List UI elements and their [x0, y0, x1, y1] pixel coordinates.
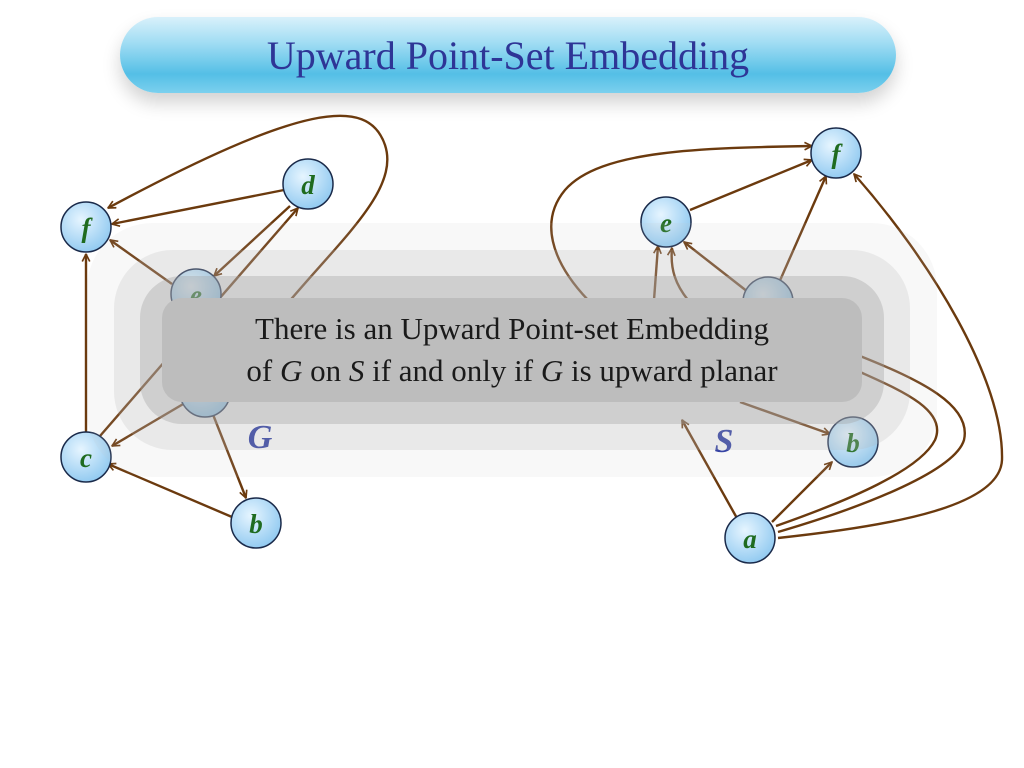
edge-s-a-up — [680, 420, 740, 521]
node-label: b — [249, 509, 263, 539]
title-banner: Upward Point-Set Embedding — [120, 17, 896, 93]
edge-s-to-b — [739, 400, 830, 434]
theorem-callout: There is an Upward Point-set Embedding o… — [162, 298, 862, 402]
callout-text: is upward planar — [571, 353, 778, 388]
callout-text: There is an Upward Point-set Embedding — [255, 311, 769, 346]
edge-g-loop-f — [108, 114, 389, 311]
node-s-f: f — [810, 127, 862, 179]
node-s-b: b — [827, 416, 879, 468]
node-s-a: a — [724, 512, 776, 564]
edge-g-b-c — [108, 464, 233, 519]
edge-g-d-e — [214, 205, 291, 276]
edge-s-loop-f — [550, 146, 812, 301]
point-set-s-edges — [550, 146, 1004, 540]
graph-g-label: G — [248, 419, 273, 456]
callout-symbol-g: G — [540, 353, 564, 388]
node-label: c — [80, 443, 92, 473]
callout-text: if and only if — [372, 353, 534, 388]
node-g-d: d — [282, 158, 334, 210]
callout-symbol-g: G — [279, 353, 303, 388]
edge-s-a-curve2 — [777, 354, 966, 534]
edge-s-d-f — [776, 176, 826, 286]
node-g-b: b — [230, 497, 282, 549]
edge-g-a-b — [210, 411, 246, 498]
point-set-s-label: S — [715, 423, 734, 460]
edge-s-e-f — [689, 160, 812, 212]
callout-text: of — [246, 353, 273, 388]
edge-s-a-f — [777, 174, 1004, 540]
callout-symbol-s: S — [348, 353, 365, 388]
edge-g-a-c — [112, 398, 191, 448]
edge-s-a-curve1 — [775, 370, 939, 528]
node-s-e: e — [640, 196, 692, 248]
node-label: a — [743, 524, 757, 554]
callout-text: on — [310, 353, 342, 388]
node-label: b — [846, 428, 860, 458]
edge-s-up-e2 — [672, 248, 689, 301]
node-label: e — [660, 208, 672, 238]
edge-s-up-e1 — [652, 246, 658, 301]
edge-g-e-f — [110, 240, 173, 285]
node-label: d — [301, 170, 315, 200]
callout-line-2: of G on S if and only if G is upward pla… — [246, 350, 777, 392]
edge-s-d-e — [684, 242, 749, 293]
node-g-c: c — [60, 431, 112, 483]
graph-g-edges — [86, 114, 389, 519]
edge-s-a-b — [771, 462, 832, 523]
node-g-f: f — [60, 201, 112, 253]
slide-title: Upward Point-Set Embedding — [266, 32, 750, 78]
callout-line-1: There is an Upward Point-set Embedding — [255, 308, 769, 350]
edge-g-d-f — [112, 188, 285, 224]
